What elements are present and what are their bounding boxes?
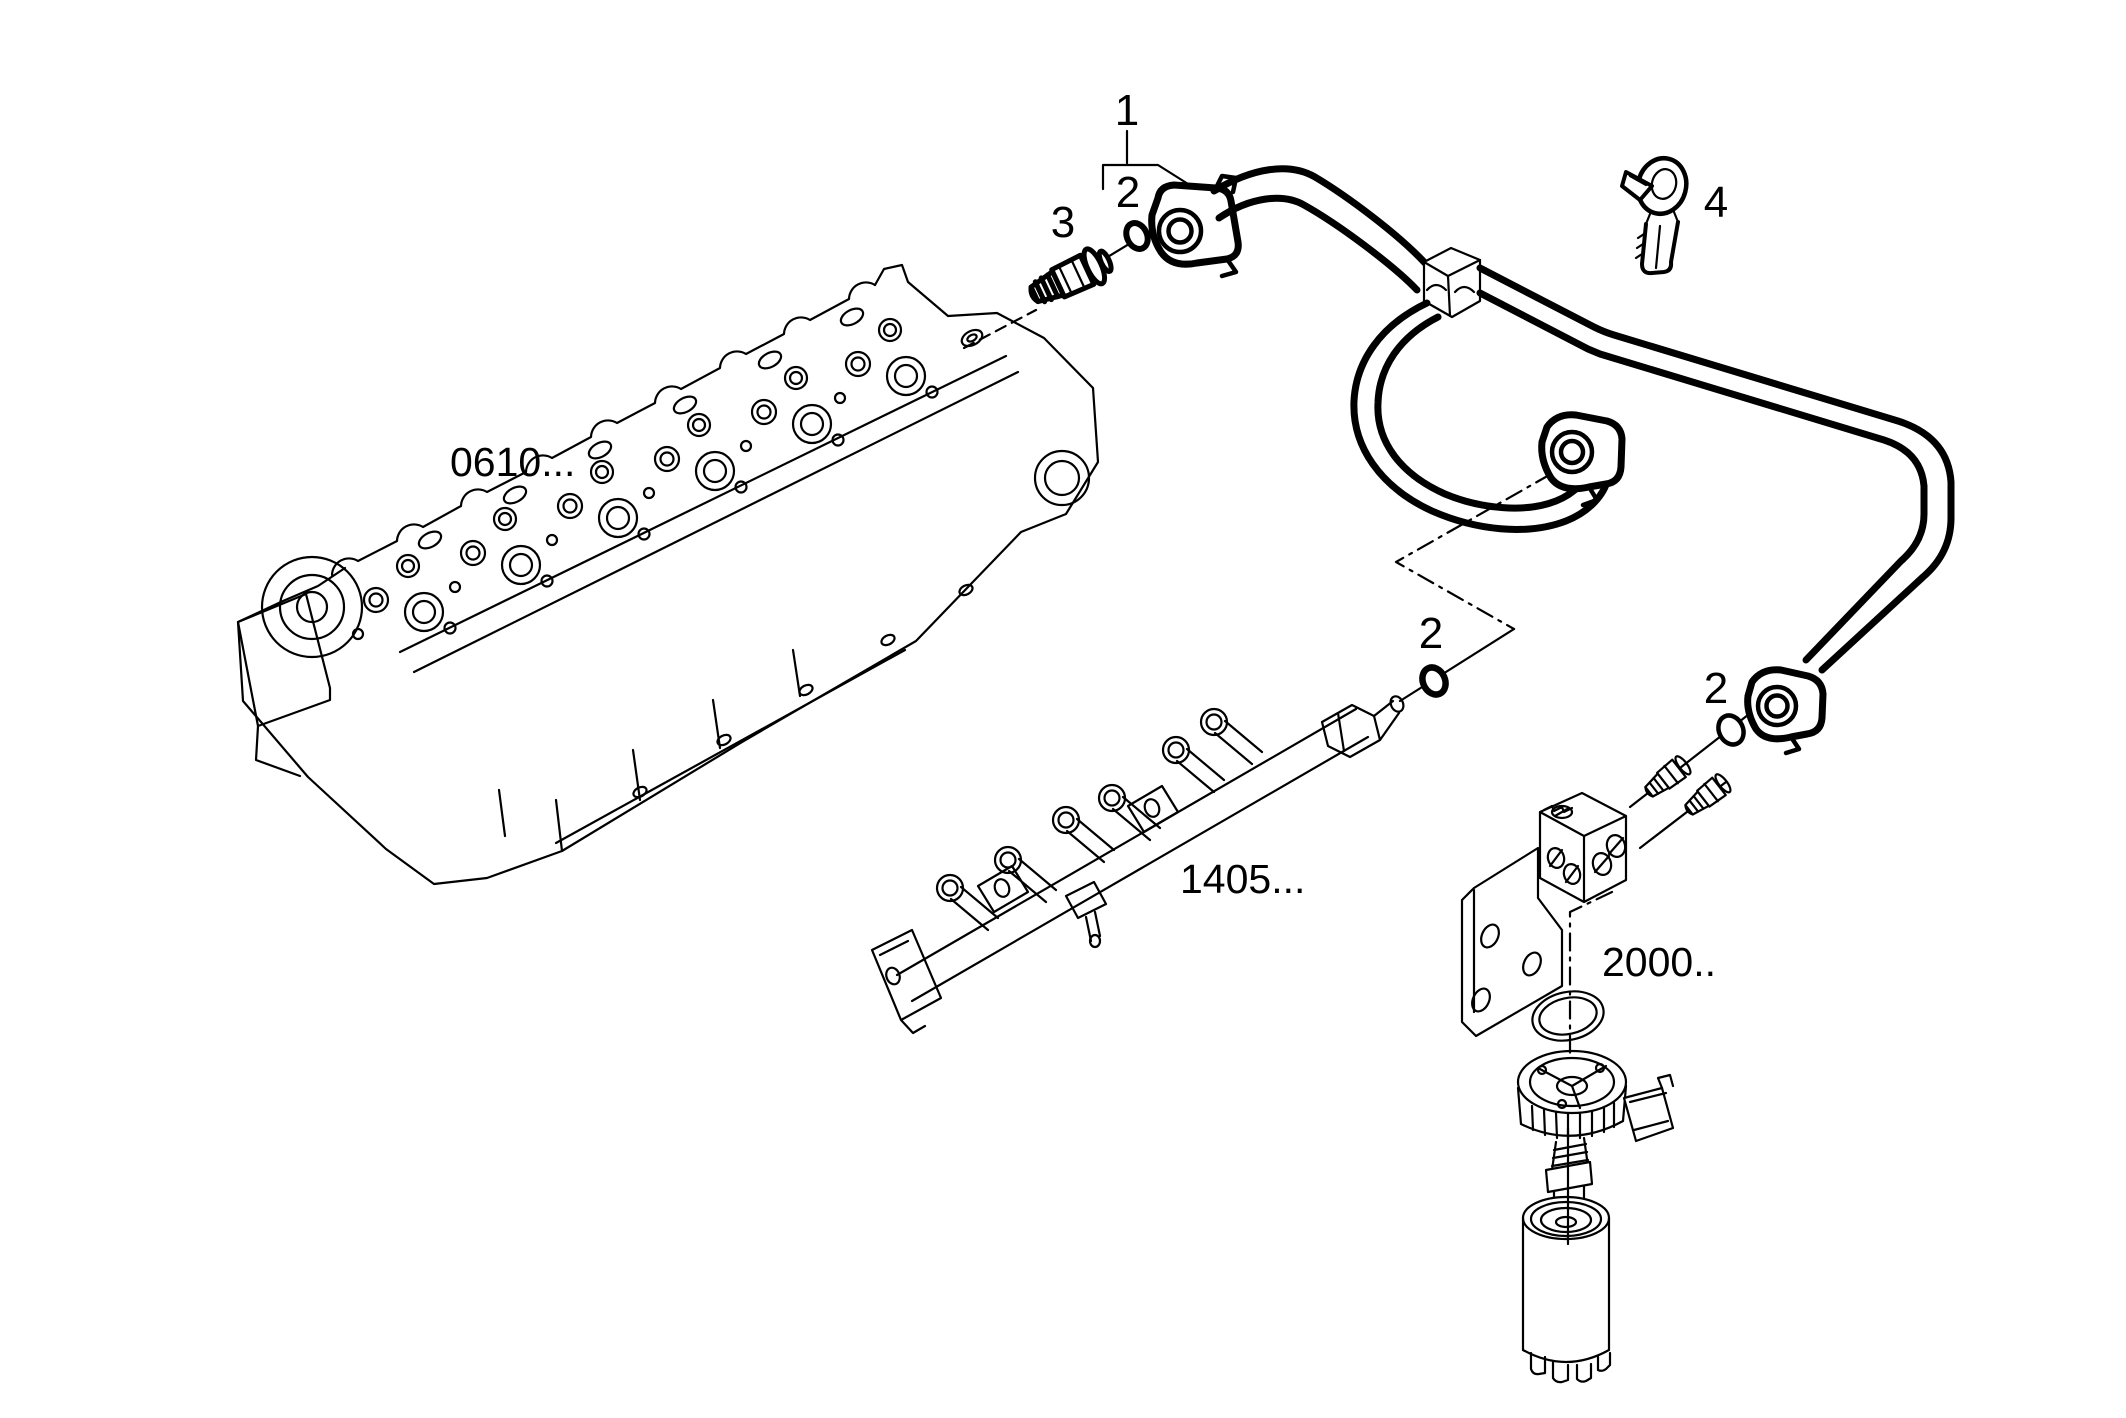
rail-mount-tabs — [976, 784, 1180, 914]
connector-fitting-lower — [1684, 773, 1732, 816]
pipe-clip-4 — [1620, 155, 1689, 276]
rail-clamp-tab — [1064, 880, 1108, 949]
callout-4-label: 4 — [1704, 178, 1728, 227]
seal-ring-front — [1123, 220, 1151, 252]
machined-strip-edges — [398, 354, 1020, 845]
callout-2-middle-label: 2 — [1419, 609, 1443, 658]
front-end-block — [236, 592, 332, 778]
labels: 1 2 3 4 2 2 0610... 1405... 2000.. — [450, 86, 1728, 985]
ref-cylinder-head-label: 0610... — [450, 439, 575, 485]
rail-outlet-fittings — [935, 707, 1264, 932]
pipe-loop — [1350, 299, 1612, 533]
injector-bore-group — [351, 317, 939, 641]
filter-head — [1516, 1049, 1675, 1143]
deck-bolt-holes — [632, 583, 974, 799]
filter-head-connector — [1622, 1086, 1675, 1143]
cartridge-castellations — [1529, 1351, 1612, 1384]
pipe-run-front — [1210, 165, 1429, 294]
fuel-filter-assembly-drawing — [1460, 791, 1675, 1384]
front-fitting-axis-dashed — [962, 308, 1038, 350]
ref-injection-rail-label: 1405... — [1180, 856, 1305, 902]
cylinder-head-drawing — [236, 263, 1100, 886]
filter-bracket — [1460, 846, 1564, 1038]
callout-2-top-label: 2 — [1116, 168, 1140, 217]
fuel-pipe-assembly — [1148, 165, 1955, 756]
middle-projection-dashdot — [1394, 472, 1553, 631]
callout-2-right-label: 2 — [1704, 664, 1728, 713]
pipe-run-right — [1476, 264, 1955, 674]
rocker-pedestal-scallops — [330, 281, 877, 577]
callout-1-leader — [1101, 129, 1198, 191]
banjo-fitting-rear — [1744, 666, 1827, 756]
front-boss — [260, 555, 364, 659]
callout-3-label: 3 — [1051, 198, 1075, 247]
fuel-port-boss — [960, 328, 984, 348]
filter-o-ring — [1531, 990, 1605, 1042]
seal-ring-middle — [1419, 664, 1449, 698]
filter-header-block — [1538, 791, 1628, 904]
rear-ear-boss — [1033, 449, 1091, 507]
injection-rail-drawing — [870, 695, 1405, 1035]
banjo-fitting-middle — [1538, 411, 1626, 508]
tee-junction — [1422, 246, 1482, 319]
rail-tube — [895, 707, 1370, 1003]
rail-inlet-hex — [1320, 695, 1405, 759]
seal-ring-rear — [1716, 713, 1746, 747]
filter-cartridge — [1521, 1195, 1612, 1384]
union-screw-3 — [1028, 246, 1114, 305]
callout-1-label: 1 — [1115, 86, 1139, 135]
banjo-fitting-front — [1148, 173, 1242, 279]
top-edge-pads — [417, 307, 865, 550]
filter-centerline-dashdot — [1568, 890, 1614, 1058]
connector-fitting-upper — [1644, 755, 1692, 798]
ref-fuel-filter-label: 2000.. — [1602, 939, 1716, 985]
middle-fitting-axis — [1398, 627, 1516, 703]
front-face-ribs — [497, 648, 802, 853]
rail-end-plate — [870, 928, 943, 1035]
